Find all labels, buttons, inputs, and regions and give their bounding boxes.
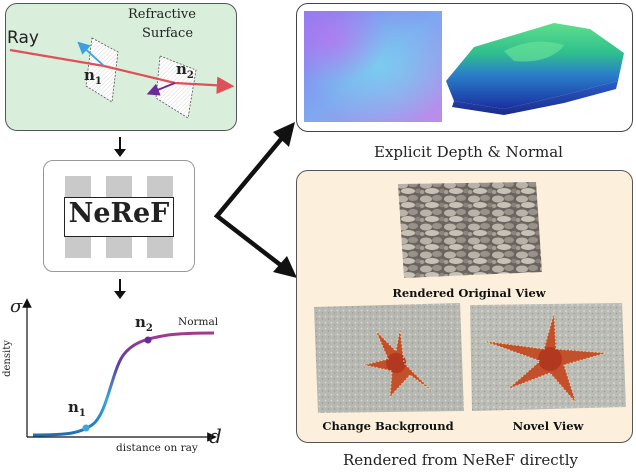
ray-outgoing — [174, 76, 235, 95]
refraction-illustration — [9, 37, 235, 119]
down-arrow-1 — [114, 137, 126, 157]
point-n2 — [144, 336, 152, 344]
model-label-box — [64, 197, 174, 237]
branch-arrow-head-top — [273, 122, 295, 147]
depth-surface-image — [446, 23, 624, 115]
explicit-caption: Explicit Depth & Normal — [374, 143, 563, 161]
normal-2-label: n2 — [176, 60, 194, 81]
normal-1-arrow — [77, 41, 105, 67]
change-background-caption: Change Background — [322, 419, 454, 433]
normal-map-image — [304, 11, 442, 122]
novel-view-caption: Novel View — [512, 419, 584, 433]
density-plot — [22, 298, 217, 442]
render-caption: Rendered from NeReF directly — [343, 451, 578, 469]
change-background-image — [314, 303, 464, 413]
down-arrow-2 — [114, 279, 126, 299]
rendered-original-caption: Rendered Original View — [392, 286, 546, 300]
branch-arrow-lines — [213, 130, 289, 272]
surface-label-line2: Surface — [142, 26, 194, 41]
density-curve — [32, 331, 215, 437]
refraction-panel — [5, 3, 237, 131]
branch-arrows — [213, 122, 297, 278]
rendered-original-image — [398, 182, 542, 278]
y-axis-label: density — [1, 340, 13, 377]
ray-inside — [103, 64, 176, 85]
novel-view-image — [470, 303, 626, 411]
model-label: NeReF — [68, 198, 170, 229]
point-n1 — [82, 424, 90, 432]
branch-arrow-head-bottom — [273, 256, 297, 278]
x-axis-label: distance on ray — [116, 442, 198, 454]
surface-label-line1: Refractive — [128, 7, 196, 22]
normal-2-arrow — [146, 82, 176, 96]
normal-1-label: n1 — [84, 66, 102, 87]
ray-incoming — [9, 48, 105, 68]
point-2-label: n2 — [135, 313, 153, 334]
x-symbol: d — [209, 424, 222, 448]
y-symbol: σ — [10, 296, 23, 317]
ray-label: Ray — [7, 28, 39, 48]
curve-label: Normal — [178, 316, 219, 328]
point-1-label: n1 — [68, 398, 86, 419]
